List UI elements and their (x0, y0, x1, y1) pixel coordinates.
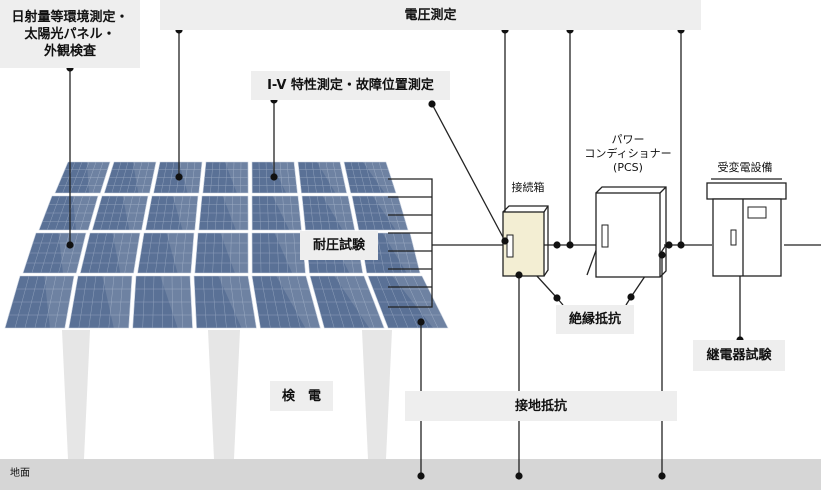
module-reflection (372, 196, 408, 230)
module-reflection (178, 162, 202, 193)
module-reflection (322, 196, 355, 230)
substation-cabinet (706, 178, 787, 277)
insulation-resistance-label: 絶縁抵抗 (556, 305, 634, 334)
substation-caption: 受変電設備 (717, 161, 773, 174)
module-reflection (334, 276, 385, 328)
module-reflection (166, 233, 194, 273)
module-reflection (160, 276, 193, 328)
grounding-resistance-label: 接地抵抗 (405, 391, 677, 421)
module-reflection (44, 276, 74, 328)
module-reflection (86, 162, 110, 193)
module-reflection (172, 196, 198, 230)
module-reflection (102, 276, 132, 328)
withstand-test-label: 耐圧試験 (300, 231, 378, 260)
pcs-caption: パワー コンディショナー (PCS) (584, 133, 672, 174)
voltage-measurement-label: 電圧測定 (160, 0, 701, 30)
module-reflection (274, 233, 306, 273)
junction-box-caption: 接続箱 (511, 181, 545, 194)
module-reflection (382, 233, 420, 273)
junction-box (502, 205, 549, 277)
module-reflection (122, 196, 148, 230)
module-reflection (218, 276, 257, 328)
module-reflection (222, 196, 249, 230)
module-reflection (58, 233, 86, 273)
ground-caption: 地面 (10, 468, 30, 479)
module-reflection (132, 162, 156, 193)
module-reflection (362, 162, 396, 193)
module-reflection (276, 276, 321, 328)
module-reflection (224, 162, 249, 193)
module-reflection (72, 196, 98, 230)
pcs-unit (595, 186, 667, 278)
iv-measurement-label: I-V 特性測定・故障位置測定 (251, 71, 450, 100)
module-reflection (272, 196, 302, 230)
relay-test-label: 継電器試験 (693, 340, 785, 371)
module-reflection (316, 162, 347, 193)
panel-supports (62, 330, 392, 459)
ground-strip (0, 459, 821, 490)
module-reflection (220, 233, 249, 273)
wiring (69, 30, 821, 476)
module-reflection (112, 233, 140, 273)
module-reflection (270, 162, 298, 193)
voltage-detection-label: 検 電 (270, 381, 333, 411)
module-reflection (392, 276, 448, 328)
solar-inspection-label: 日射量等環境測定・ 太陽光パネル・ 外観検査 (0, 0, 140, 68)
